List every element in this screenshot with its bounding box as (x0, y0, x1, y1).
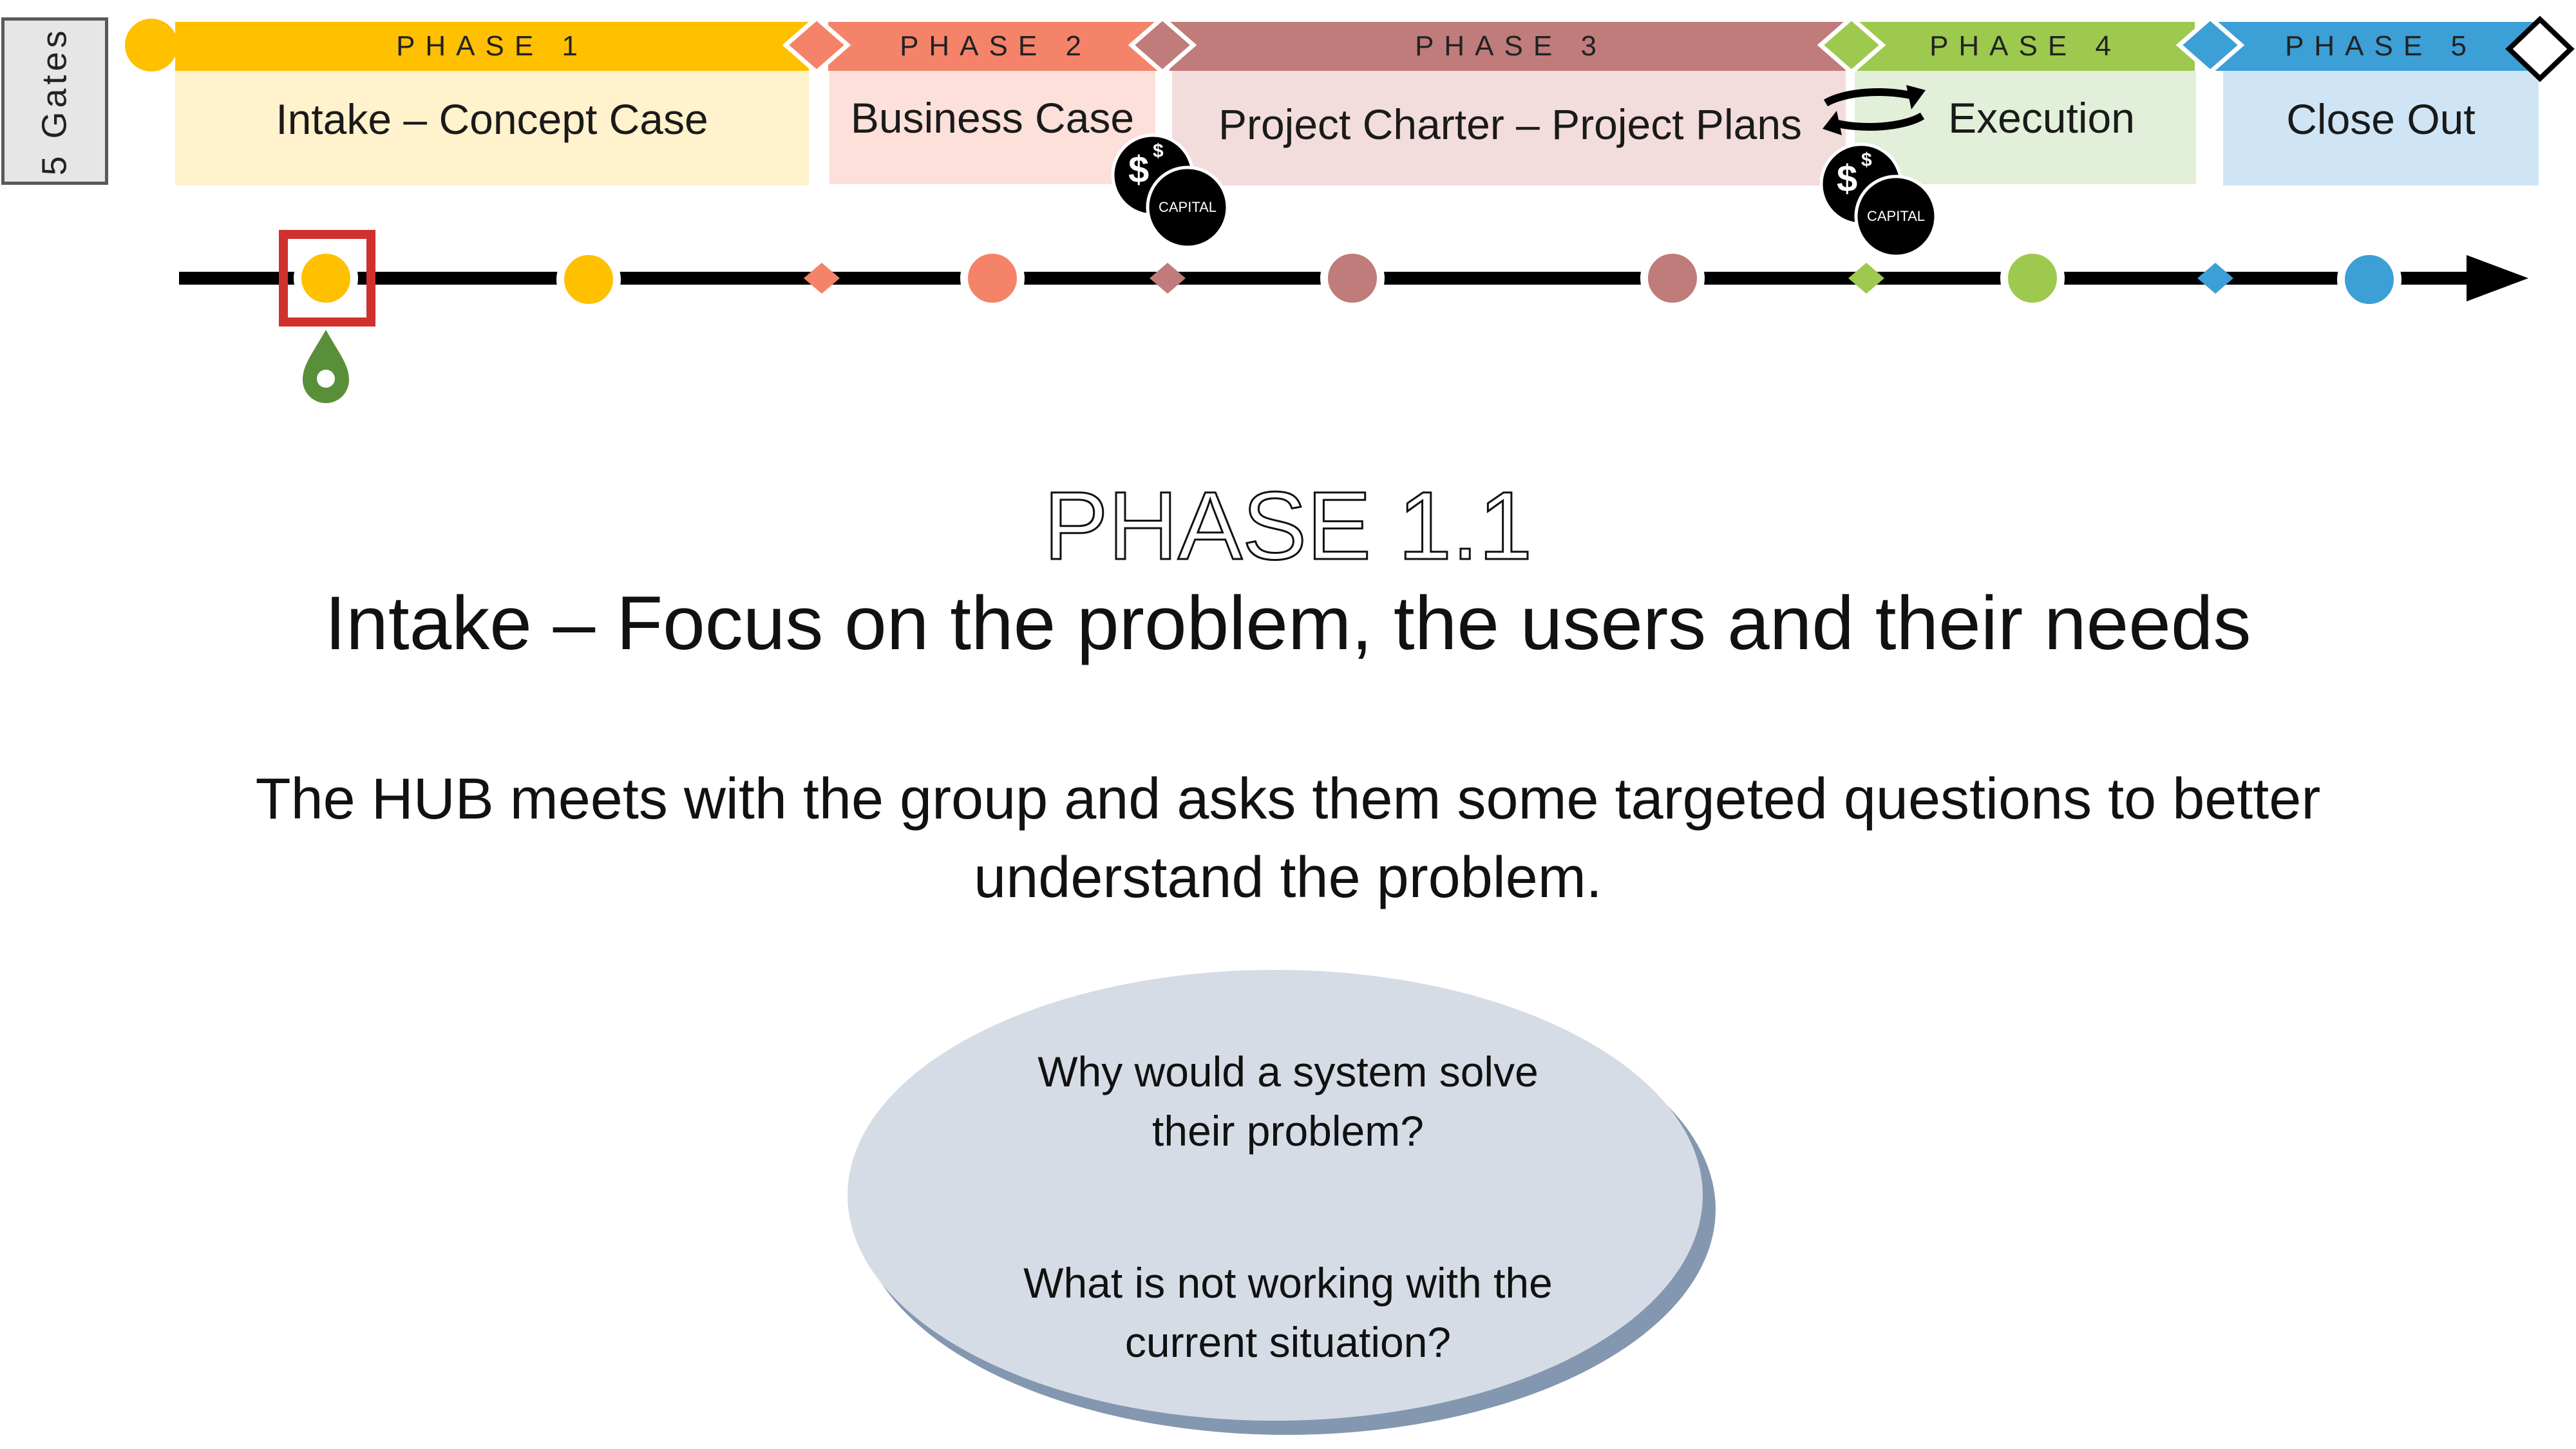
gate-4-diamond (2175, 15, 2245, 75)
capital-coin-icon-2 (1819, 142, 1938, 258)
timeline-gate-2 (1150, 263, 1186, 294)
coin-dollar-sign-2-small: $ (1861, 149, 1872, 171)
description-line-1: The HUB meets with the group and asks th… (255, 767, 2321, 831)
timeline-dot-4-1 (2000, 246, 2065, 310)
phase-1-header: PHASE 1 (396, 30, 588, 62)
phase-2-title: Business Case (850, 94, 1135, 142)
description-text: The HUB meets with the group and asks th… (193, 760, 2383, 917)
coin-dollar-sign-1-small: $ (1153, 140, 1164, 162)
gates-label-box: 5 Gates (1, 17, 108, 185)
timeline-dot-2-1 (960, 246, 1025, 310)
coin-dollar-sign-2: $ (1837, 158, 1858, 200)
timeline-gate-3 (1848, 263, 1884, 294)
phase-3-title: Project Charter – Project Plans (1218, 100, 1803, 148)
question-1: Why would a system solve their problem? (902, 1042, 1674, 1160)
timeline-dot-1-2 (556, 247, 621, 312)
question-2-line-1: What is not working with the (1023, 1259, 1553, 1307)
gate-3-diamond (1817, 15, 1886, 75)
question-1-line-1: Why would a system solve (1037, 1048, 1539, 1095)
timeline-gate-1 (804, 263, 840, 294)
coin-dollar-sign-1: $ (1128, 149, 1150, 191)
phase-2-body-box (829, 71, 1155, 184)
gate-5-diamond (2505, 15, 2575, 82)
page-subtitle: Intake – Focus on the problem, the users… (325, 581, 2251, 666)
page-title: PHASE 1.1 (1043, 471, 1533, 581)
phase-4-title: Execution (1948, 94, 2135, 142)
question-2: What is not working with the current sit… (902, 1253, 1674, 1372)
phase-5-header: PHASE 5 (2285, 30, 2477, 62)
phase-3-header: PHASE 3 (1415, 30, 1607, 62)
timeline-dot-3-2 (1640, 246, 1705, 310)
start-circle (121, 15, 182, 75)
phase-5-header-bar (2215, 22, 2537, 71)
timeline-dot-1-1 (294, 246, 358, 310)
timeline-arrow (2467, 255, 2528, 301)
current-step-highlight (279, 230, 375, 327)
phase-1-title: Intake – Concept Case (276, 95, 708, 143)
phase-1-header-bar (175, 22, 809, 71)
phase-5-body-box (2223, 71, 2539, 185)
gate-1-diamond (782, 15, 851, 75)
timeline-gate-4 (2197, 263, 2233, 294)
description-line-2: understand the problem. (974, 846, 1602, 910)
capital-label-1: CAPITAL (1158, 199, 1217, 215)
phase-5-title: Close Out (2286, 95, 2476, 143)
question-1-line-2: their problem? (1152, 1107, 1424, 1155)
location-marker-icon (303, 330, 349, 403)
phase-4-header-bar (1852, 22, 2195, 71)
phase-3-body-box (1172, 71, 1846, 185)
phase-2-header: PHASE 2 (900, 30, 1092, 62)
gate-2-diamond (1128, 15, 1197, 75)
phase-2-header-bar (828, 22, 1163, 71)
capital-label-2: CAPITAL (1866, 208, 1926, 224)
question-2-line-2: current situation? (1124, 1318, 1452, 1366)
question-ellipse (848, 970, 1703, 1421)
timeline-dot-3-1 (1320, 246, 1385, 310)
timeline-dot-5-1 (2337, 247, 2401, 312)
refresh-cycle-icon (1823, 85, 1926, 135)
phase-4-header: PHASE 4 (1929, 30, 2121, 62)
phase-3-header-bar (1170, 22, 1846, 71)
capital-coin-icon (1111, 133, 1229, 249)
phase-1-body-box (175, 71, 809, 185)
